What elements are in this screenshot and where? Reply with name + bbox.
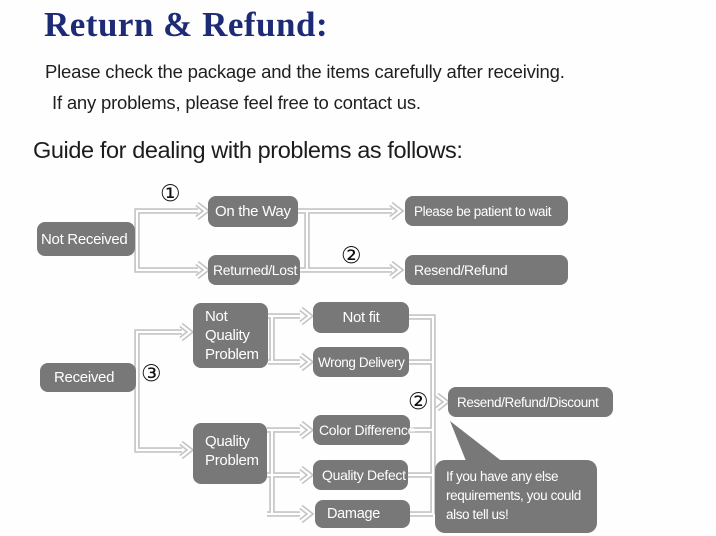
flow-node-please-be-patient: Please be patient to wait	[405, 196, 568, 226]
flow-node-damage: Damage	[315, 500, 410, 528]
step-marker-2-top-icon: ②	[341, 243, 362, 269]
flow-node-returned-lost: Returned/Lost	[208, 255, 300, 285]
flow-node-color-difference: Color Difference	[313, 415, 415, 445]
step-marker-3-icon: ③	[141, 361, 162, 387]
flow-node-not-fit: Not fit	[313, 302, 409, 333]
speech-bubble-line3: also tell us!	[446, 507, 509, 522]
speech-bubble-line1: If you have any else	[446, 469, 559, 484]
flow-node-resend-refund: Resend/Refund	[405, 255, 568, 285]
connector-core	[135, 203, 448, 522]
page-title: Return & Refund:	[44, 5, 329, 44]
flow-node-quality-defect: Quality Defect	[313, 460, 408, 490]
speech-bubble: If you have any else requirements, you c…	[435, 460, 597, 533]
flow-node-not-quality-problem: Not Quality Problem	[193, 303, 268, 368]
flow-node-not-received: Not Received	[37, 222, 135, 256]
speech-bubble-line2: requirements, you could	[446, 488, 581, 503]
step-marker-1-icon: ①	[160, 181, 181, 207]
flow-node-on-the-way: On the Way	[208, 196, 298, 227]
guide-heading: Guide for dealing with problems as follo…	[33, 137, 463, 163]
intro-text-line2: If any problems, please feel free to con…	[52, 92, 421, 113]
flow-node-received: Received	[40, 363, 136, 392]
speech-bubble-tail	[450, 421, 508, 466]
intro-text-line1: Please check the package and the items c…	[45, 61, 565, 82]
flow-node-quality-problem: Quality Problem	[193, 423, 267, 484]
flow-node-wrong-delivery: Wrong Delivery	[313, 347, 409, 377]
flow-node-resend-refund-discount: Resend/Refund/Discount	[448, 387, 613, 417]
step-marker-2-bottom-icon: ②	[408, 389, 429, 415]
